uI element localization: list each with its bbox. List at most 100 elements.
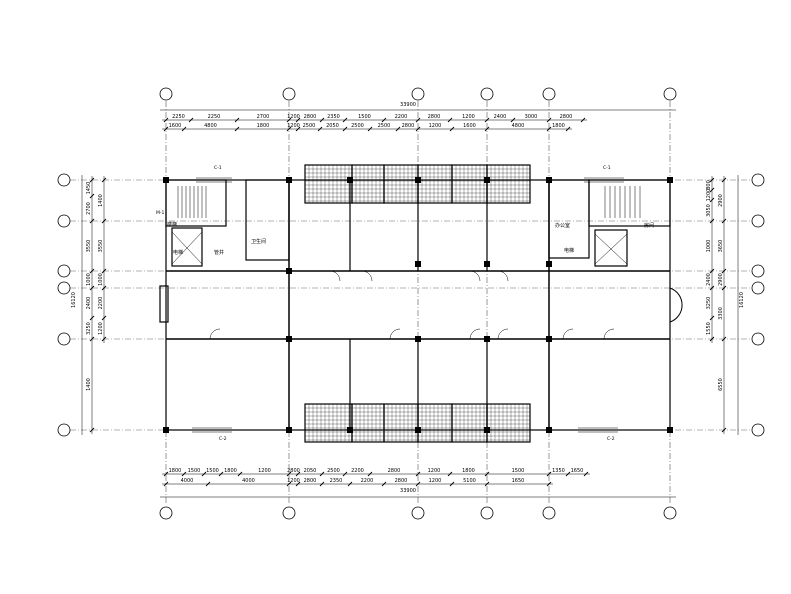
dim-top-1-tick [510, 117, 516, 123]
glazing-bottom [383, 403, 419, 443]
dim-bottom-2-tick [449, 481, 455, 487]
dim-bottom-1-label: 1350 [552, 468, 565, 474]
elevator-left [171, 227, 203, 267]
dim-left-inner-label: 3550 [98, 240, 104, 253]
room-label-stair-left: 楼梯 [167, 221, 177, 228]
stair-room-right [588, 179, 671, 227]
axis-bubble-bottom [542, 506, 556, 520]
dim-left-outer-label: 1450 [86, 182, 92, 195]
dim-bottom-1-tick [237, 471, 243, 477]
dim-right-inner-tick [721, 285, 727, 291]
dim-left-outer-tick [89, 268, 95, 274]
glazing-top [451, 164, 488, 204]
dim-bottom-1-label: 2800 [287, 468, 300, 474]
dim-bottom-2-label: 2800 [304, 478, 317, 484]
dim-top-2-tick [342, 126, 348, 132]
dim-top-1-label: 2800 [428, 114, 441, 120]
axis-bubble-left [57, 214, 71, 228]
glazing-bottom [451, 403, 488, 443]
axis-bubble-top [480, 87, 494, 101]
dim-right-inner-label: 2900 [718, 273, 724, 286]
dim-top-1-tick [447, 117, 453, 123]
dim-left-outer-label: 1000 [86, 273, 92, 286]
door-swing [497, 328, 509, 340]
axis-bubble-right [751, 332, 765, 346]
dim-bottom-2-tick [163, 481, 169, 487]
dim-top-1-tick [484, 117, 490, 123]
structural-column [347, 427, 353, 433]
dim-top-2-tick [367, 126, 373, 132]
structural-column [484, 177, 490, 183]
dim-top-2-tick [163, 126, 169, 132]
dim-bottom-2-tick [484, 481, 490, 487]
room-label-wc: 卫生间 [251, 238, 266, 245]
structural-column [415, 427, 421, 433]
dim-top-1-label: 2350 [327, 114, 340, 120]
dim-bottom-1-label: 1800 [169, 468, 182, 474]
door-swing [497, 270, 509, 282]
dim-bottom-2-tick [381, 481, 387, 487]
balcony-left [159, 285, 169, 323]
door-swing [469, 328, 481, 340]
dim-top-2-tick [415, 126, 421, 132]
dim-left-outer-tick [89, 285, 95, 291]
structural-column [667, 427, 673, 433]
dim-bottom-1-label: 1200 [258, 468, 271, 474]
dim-top-1-tick [319, 117, 325, 123]
office-room [548, 179, 590, 259]
axis-bubble-left [57, 173, 71, 187]
glazing-bottom [417, 403, 453, 443]
dim-top-1-label: 2800 [560, 114, 573, 120]
dim-top-1-label: 2700 [257, 114, 270, 120]
window-tag-top-left: C-1 [214, 165, 222, 171]
stair-room-left [165, 179, 227, 227]
dim-top-2-tick [395, 126, 401, 132]
total-dimension-top: 33900 [400, 102, 416, 108]
dim-bottom-1-label: 2200 [351, 468, 364, 474]
dim-right-inner-tick [721, 427, 727, 433]
dim-top-2-tick [295, 126, 301, 132]
dim-right-outer-label: 1550 [706, 322, 712, 335]
dim-left-outer-label: 2700 [86, 202, 92, 215]
elevator-cross-left [171, 231, 203, 265]
dim-top-2-tick [286, 126, 292, 132]
axis-bubble-top [159, 87, 173, 101]
dim-top-1-tick [295, 117, 301, 123]
dim-right-outer-tick [709, 315, 715, 321]
dim-top-1-tick [546, 117, 552, 123]
dim-bottom-1-tick [415, 471, 421, 477]
dim-bottom-1-tick [583, 471, 589, 477]
dim-top-1-tick [580, 117, 586, 123]
dim-right-inner-tick [721, 218, 727, 224]
dim-bottom-1-tick [367, 471, 373, 477]
axis-bubble-bottom [159, 506, 173, 520]
axis-bubble-bottom [282, 506, 296, 520]
dim-right-outer-tick [709, 336, 715, 342]
elevator-cross-right [594, 233, 628, 265]
glazing-bottom [486, 403, 531, 443]
door-swing [329, 270, 341, 282]
dim-bottom-2-tick [415, 481, 421, 487]
dim-top-2-label: 2500 [303, 123, 316, 129]
dim-right-outer-tick [709, 187, 715, 193]
dim-bottom-2-tick [295, 481, 301, 487]
structural-column [286, 427, 292, 433]
dim-top-2-label: 2500 [378, 123, 391, 129]
dim-left-inner-tick [101, 268, 107, 274]
dim-bottom-1-label: 2050 [304, 468, 317, 474]
window-tag-bottom-right: C-2 [607, 436, 615, 442]
window-tag-left: M-1 [156, 210, 165, 216]
dim-top-2-label: 2050 [326, 123, 339, 129]
dim-right-outer-tick [709, 285, 715, 291]
dim-top-2-label: 4800 [512, 123, 525, 129]
dim-top-2-label: 1200 [287, 123, 300, 129]
dim-bottom-1-tick [484, 471, 490, 477]
dim-top-1-label: 2200 [395, 114, 408, 120]
dim-left-inner-tick [101, 218, 107, 224]
dim-left-outer-label: 3550 [86, 240, 92, 253]
dim-bottom-1-tick [181, 471, 187, 477]
structural-column [484, 261, 490, 267]
structural-column [163, 177, 169, 183]
dim-right-inner-label: 3300 [718, 307, 724, 320]
dim-right-outer-label: 1200 [706, 189, 712, 202]
